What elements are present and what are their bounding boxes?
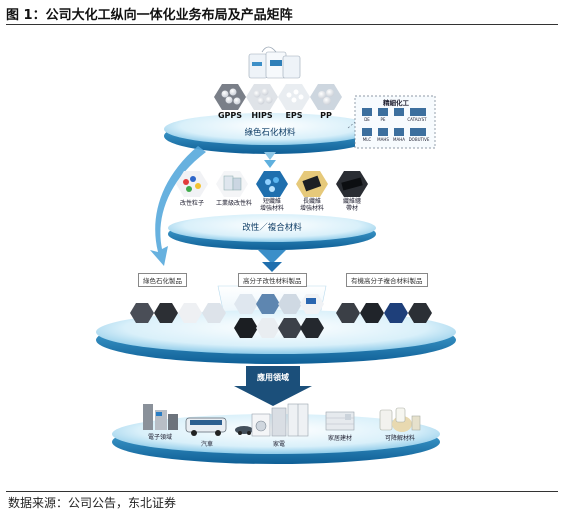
- figure-title: 图 1：公司大化工纵向一体化业务布局及产品矩阵: [6, 8, 293, 23]
- electronics-icon: [143, 404, 178, 430]
- hips-hex: [246, 84, 278, 110]
- short-fiber-hex: [256, 171, 288, 197]
- category-tag-polymer-modified: 高分子改性材料製品: [238, 273, 307, 287]
- arrow-tier2-tier3: [258, 250, 286, 272]
- fine-chem-panel: [347, 95, 436, 149]
- arrow-tier1-tier2: [264, 152, 276, 168]
- industrial-modified-hex: [216, 171, 248, 197]
- product-label-eps: EPS: [285, 111, 303, 120]
- long-fiber-hex: [296, 171, 328, 197]
- fine-chem-item: CATALYST: [407, 117, 427, 122]
- fine-chem-item: PE: [380, 117, 386, 122]
- gpps-hex: [214, 84, 246, 110]
- polymer-modified-products: [234, 294, 324, 338]
- application-label-building: 家居建材: [327, 435, 352, 442]
- fiber-tape-hex: [336, 171, 368, 197]
- top-rule: [6, 24, 558, 25]
- tier1-label: 綠色石化材料: [244, 128, 296, 138]
- green-petrochem-products: [130, 303, 226, 323]
- fine-chem-item: MLC: [362, 137, 372, 142]
- tier1-disc: [164, 113, 376, 154]
- modified-particles-hex: [176, 171, 208, 197]
- figure-source: 数据来源：公司公告，东北证券: [8, 496, 177, 510]
- application-label-degradable: 可降解材料: [384, 435, 415, 442]
- appliance-icon: [251, 403, 309, 437]
- tier2-disc: [168, 214, 376, 250]
- tier2-label: 改性／複合材料: [242, 223, 302, 233]
- tier2-item-label: 改性粒子: [179, 200, 204, 207]
- curved-arrow-left: [150, 146, 206, 266]
- tier2-item-label: 長纖維 增強材料: [300, 198, 325, 212]
- tier2-item-label: 工業級改性料: [215, 200, 252, 207]
- bottom-rule: [6, 491, 558, 492]
- application-label-appliance: 家電: [272, 441, 285, 448]
- fine-chem-item: MAHA: [393, 137, 405, 142]
- composite-products: [336, 303, 432, 323]
- category-tag-green-petrochem: 綠色石化製品: [138, 273, 187, 287]
- raw-material-bags: [248, 46, 301, 79]
- tier1-product-hexes: [214, 84, 342, 110]
- tier2-item-label: 短纖維 增強材料: [260, 198, 285, 212]
- fine-chem-title: 精細化工: [383, 99, 409, 107]
- application-label-electronics: 電子領域: [147, 434, 172, 441]
- fine-chem-item: MAHS: [377, 137, 389, 142]
- product-label-hips: HIPS: [251, 111, 273, 120]
- product-label-pp: PP: [320, 111, 332, 120]
- automotive-icon: [185, 417, 253, 436]
- category-tag-composite: 有機高分子複合材料製品: [346, 273, 428, 287]
- tier2-item-label: 纖維纏 帶材: [342, 198, 361, 212]
- pp-hex: [310, 84, 342, 110]
- arrow-tier3-tier4: [234, 366, 312, 406]
- fine-chem-item: DE: [364, 117, 370, 122]
- application-label-automotive: 汽車: [200, 441, 213, 448]
- building-material-icon: [325, 411, 355, 431]
- tier2-hexes: [176, 171, 368, 197]
- product-label-gpps: GPPS: [217, 111, 243, 120]
- application-icons: [143, 403, 421, 437]
- degradable-icon: [379, 407, 421, 432]
- eps-hex: [278, 84, 310, 110]
- fine-chem-item: DOBUTIVE: [408, 137, 430, 142]
- tier4-label: 應用領域: [257, 373, 289, 382]
